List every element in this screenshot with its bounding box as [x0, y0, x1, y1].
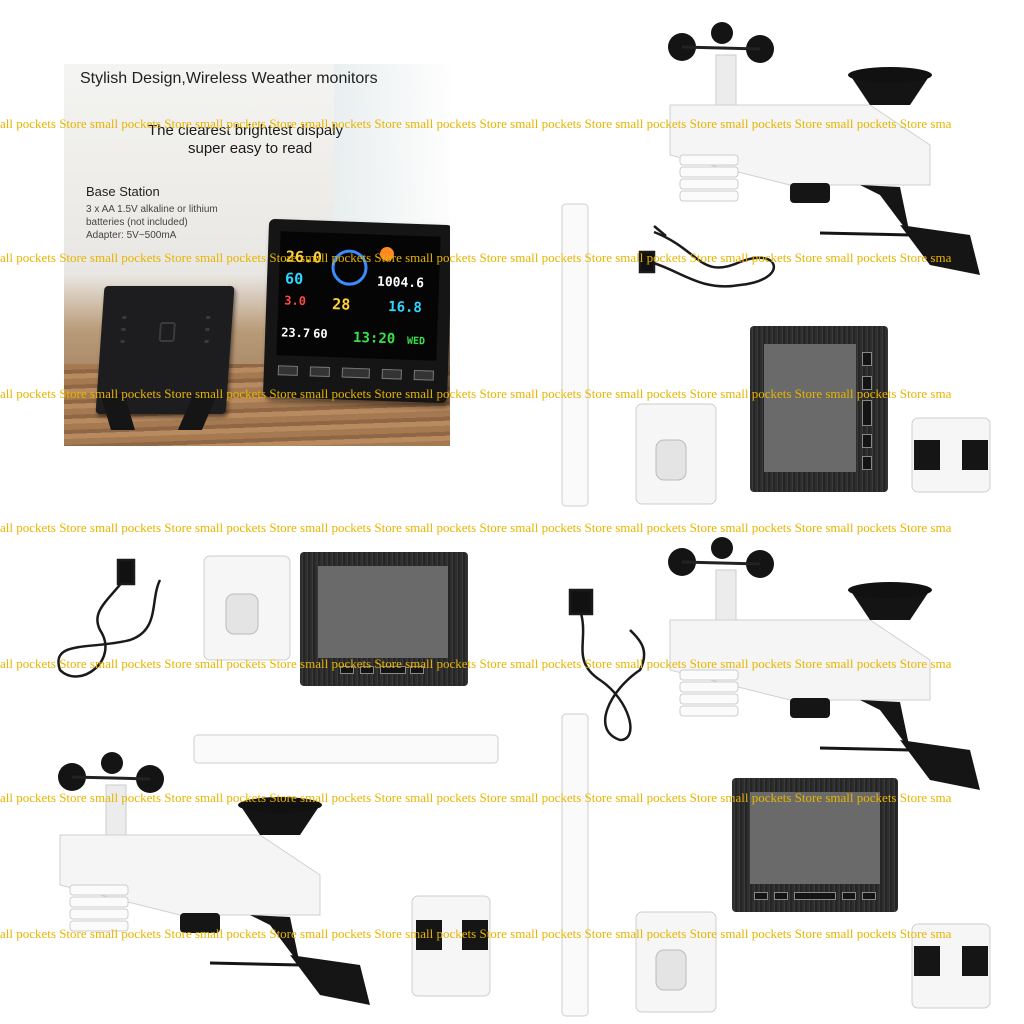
mounting-pole: [561, 713, 589, 1017]
mounting-bracket: [635, 403, 717, 505]
banner-headline: Stylish Design,Wireless Weather monitors: [80, 70, 378, 87]
power-adapter-cable: [57, 558, 162, 678]
base-station-display: [750, 326, 888, 492]
watermark-text: all pockets Store small pockets Store sm…: [0, 520, 952, 535]
watermark-text: all pockets Store small pockets Store sm…: [0, 250, 952, 265]
spec-line: batteries (not included): [86, 217, 188, 228]
base-station-display: [300, 552, 468, 686]
mounting-pole: [561, 203, 589, 507]
product-banner: Stylish Design,Wireless Weather monitors…: [64, 64, 450, 446]
outdoor-sensor-array: [666, 20, 982, 277]
pole-clamp: [911, 417, 991, 493]
spec-line: Adapter: 5V~500mA: [86, 230, 177, 241]
spec-line: 3 x AA 1.5V alkaline or lithium: [86, 204, 218, 215]
banner-subline-2: super easy to read: [188, 140, 313, 157]
mounting-bracket: [203, 555, 291, 661]
power-adapter-cable: [638, 225, 775, 288]
pole-clamp: [411, 895, 491, 997]
pole-clamp: [911, 923, 991, 1009]
mounting-pole: [193, 734, 499, 764]
banner-subline-1: The clearest brightest dispaly: [148, 122, 344, 139]
watermark-text: all pockets Store small pockets Store sm…: [0, 790, 952, 805]
watermark-text: all pockets Store small pockets Store sm…: [0, 386, 952, 401]
base-station-display: [732, 778, 898, 912]
power-adapter-cable: [568, 588, 646, 742]
base-station-title: Base Station: [86, 184, 160, 199]
watermark-text: all pockets Store small pockets Store sm…: [0, 656, 952, 671]
mounting-bracket: [635, 911, 717, 1013]
watermark-text: all pockets Store small pockets Store sm…: [0, 116, 952, 131]
watermark-text: all pockets Store small pockets Store sm…: [0, 926, 952, 941]
